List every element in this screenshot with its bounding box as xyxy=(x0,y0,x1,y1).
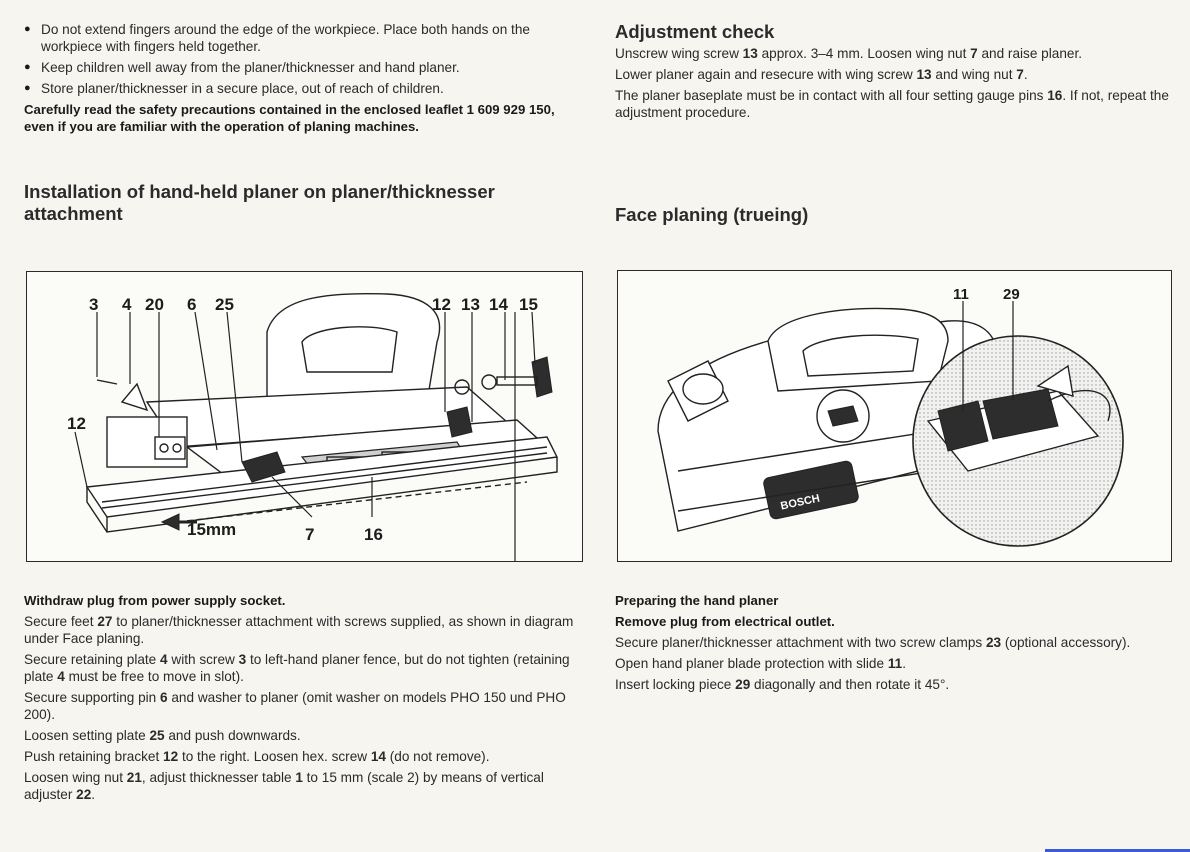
callout-label: 25 xyxy=(215,295,234,314)
locking-piece-29 xyxy=(982,388,1059,440)
installation-subheading: Withdraw plug from power supply socket. xyxy=(24,593,286,608)
callout-label: 6 xyxy=(187,295,196,314)
face-planing-heading: Face planing (trueing) xyxy=(615,204,809,225)
callout-label: 15 xyxy=(519,295,538,314)
callout-label: 4 xyxy=(122,295,132,314)
callout-label: 3 xyxy=(89,295,98,314)
handle-grip xyxy=(802,334,919,377)
safety-item: Store planer/thicknesser in a secure pla… xyxy=(24,80,584,97)
callout-label: 12 xyxy=(432,295,451,314)
face-planing-figure: BOSCH 11 29 xyxy=(617,270,1172,562)
slide-11 xyxy=(937,400,989,452)
planer-handle-grip xyxy=(301,326,398,373)
check-text: Lower planer again and resecure with win… xyxy=(615,67,1028,82)
safety-warning: Carefully read the safety precautions co… xyxy=(24,102,555,134)
planer-installation-diagram: 3 4 20 6 25 12 13 14 15 12 7 16 15mm xyxy=(67,292,559,561)
planer-blade-diagram: BOSCH 11 29 xyxy=(657,286,1124,547)
wing-nut xyxy=(241,451,286,483)
hand-planer-handle xyxy=(767,307,949,392)
washer xyxy=(481,374,497,390)
callout-label: 7 xyxy=(305,525,314,544)
check-text: The planer baseplate must be in contact … xyxy=(615,88,1169,120)
callout-label: 13 xyxy=(461,295,480,314)
prep-text: Open hand planer blade protection with s… xyxy=(615,656,906,671)
dimension-label: 15mm xyxy=(187,520,236,539)
adjustment-heading: Adjustment check xyxy=(615,21,775,42)
step-text: Push retaining bracket 12 to the right. … xyxy=(24,749,490,764)
callout-label: 29 xyxy=(1003,286,1020,303)
page-edge-bar xyxy=(1045,849,1190,852)
installation-figure: 3 4 20 6 25 12 13 14 15 12 7 16 15mm xyxy=(26,271,583,562)
callout-label: 16 xyxy=(364,525,383,544)
wing-screw xyxy=(446,406,473,438)
step-text: Secure feet 27 to planer/thicknesser att… xyxy=(24,614,574,646)
step-text: Secure retaining plate 4 with screw 3 to… xyxy=(24,652,570,684)
table-line xyxy=(101,452,548,509)
callout-label: 12 xyxy=(67,414,86,433)
retaining-plate-part xyxy=(120,382,149,412)
table-edge xyxy=(86,457,558,533)
callout-label: 11 xyxy=(953,286,969,303)
callout-label: 20 xyxy=(145,295,164,314)
step-text: Secure supporting pin 6 and washer to pl… xyxy=(24,690,566,722)
callout-label: 14 xyxy=(489,295,508,314)
adjustment-steps: Unscrew wing screw 13 approx. 3–4 mm. Lo… xyxy=(615,45,1175,125)
step-text: Loosen setting plate 25 and push downwar… xyxy=(24,728,301,743)
rotate-arrow xyxy=(1047,389,1111,422)
planer-handle xyxy=(266,292,441,403)
preparation-steps: Preparing the hand planer Remove plug fr… xyxy=(615,592,1175,697)
step-text: Loosen wing nut 21, adjust thicknesser t… xyxy=(24,770,544,802)
inset-locking-piece xyxy=(827,405,859,427)
installation-heading: Installation of hand-held planer on plan… xyxy=(24,181,495,224)
installation-steps: Withdraw plug from power supply socket. … xyxy=(24,592,584,807)
preparation-subheading: Preparing the hand planer xyxy=(615,593,779,608)
prep-text: Secure planer/thicknesser attachment wit… xyxy=(615,635,1131,650)
safety-item: Do not extend fingers around the edge of… xyxy=(24,21,584,55)
rotate-arrow-head xyxy=(1036,364,1074,397)
screw-shaft xyxy=(496,376,538,386)
washer xyxy=(454,379,470,395)
retaining-plate xyxy=(154,436,186,460)
depth-knob xyxy=(682,373,724,405)
safety-item: Keep children well away from the planer/… xyxy=(24,59,584,76)
dimension-arrow xyxy=(160,513,180,531)
table-line xyxy=(101,446,548,503)
prep-text: Insert locking piece 29 diagonally and t… xyxy=(615,677,950,692)
reference-line xyxy=(176,481,528,523)
check-text: Unscrew wing screw 13 approx. 3–4 mm. Lo… xyxy=(615,46,1082,61)
screw-shaft xyxy=(96,379,118,385)
preparation-warning: Remove plug from electrical outlet. xyxy=(615,614,835,629)
safety-list: Do not extend fingers around the edge of… xyxy=(24,21,584,135)
